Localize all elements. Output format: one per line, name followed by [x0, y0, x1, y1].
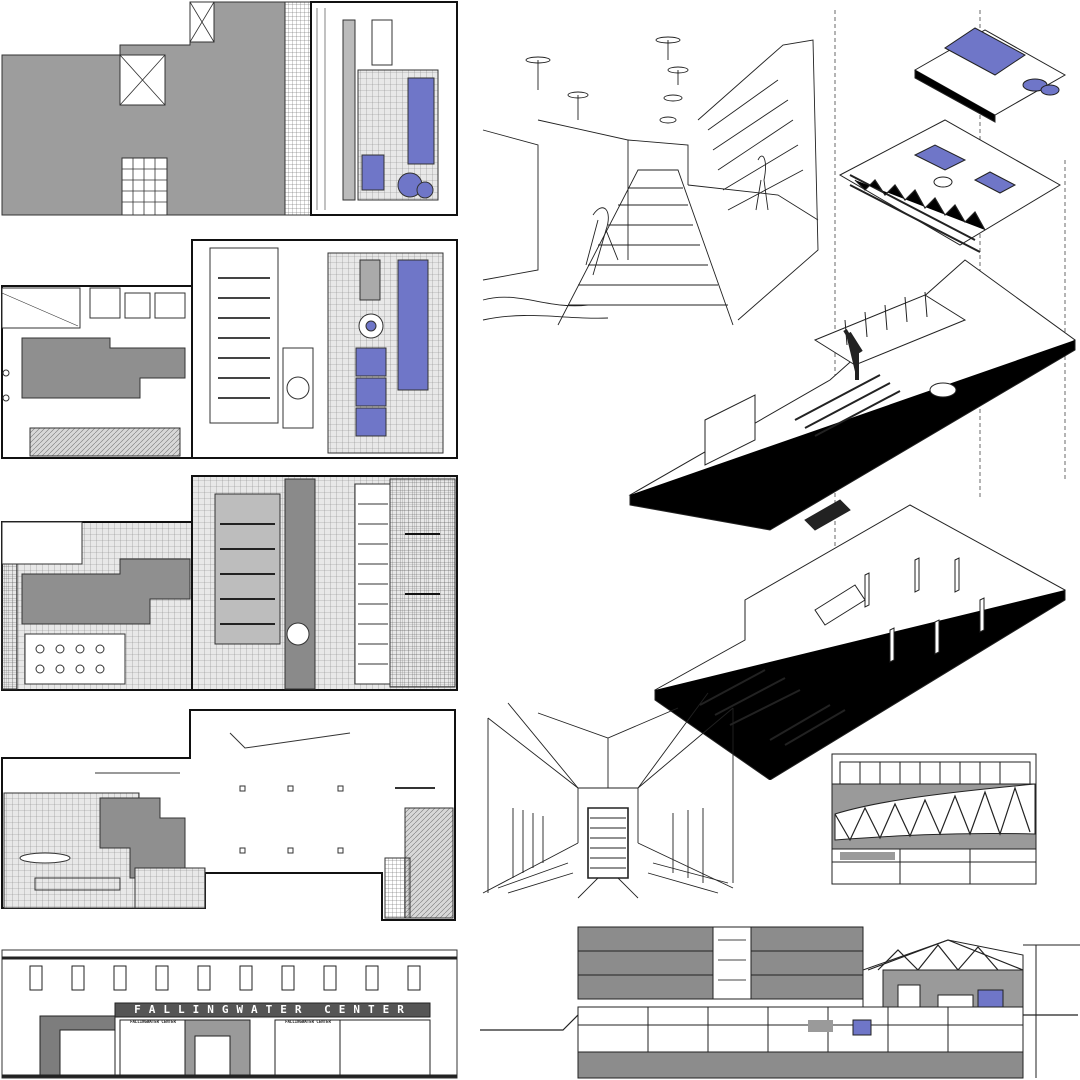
second-floor-plan — [0, 238, 460, 460]
first-floor-plan — [0, 474, 460, 692]
truss-section — [830, 752, 1038, 886]
basement-plan — [0, 708, 460, 930]
sign-right-small: FALLINGWATER CENTER — [285, 1019, 331, 1024]
perspective-sketch-corridor — [478, 20, 823, 330]
roof-plan — [0, 0, 460, 220]
exploded-axonometric — [625, 0, 1080, 780]
sign-main: FALLINGWATER CENTER — [134, 1003, 412, 1016]
perspective-sketch-hall — [478, 678, 743, 900]
sign-left-small: FALLINGWATER CENTER — [130, 1019, 176, 1024]
building-section — [478, 925, 1080, 1080]
front-elevation: FALLINGWATER CENTER FALLINGWATER CENTER … — [0, 948, 460, 1080]
